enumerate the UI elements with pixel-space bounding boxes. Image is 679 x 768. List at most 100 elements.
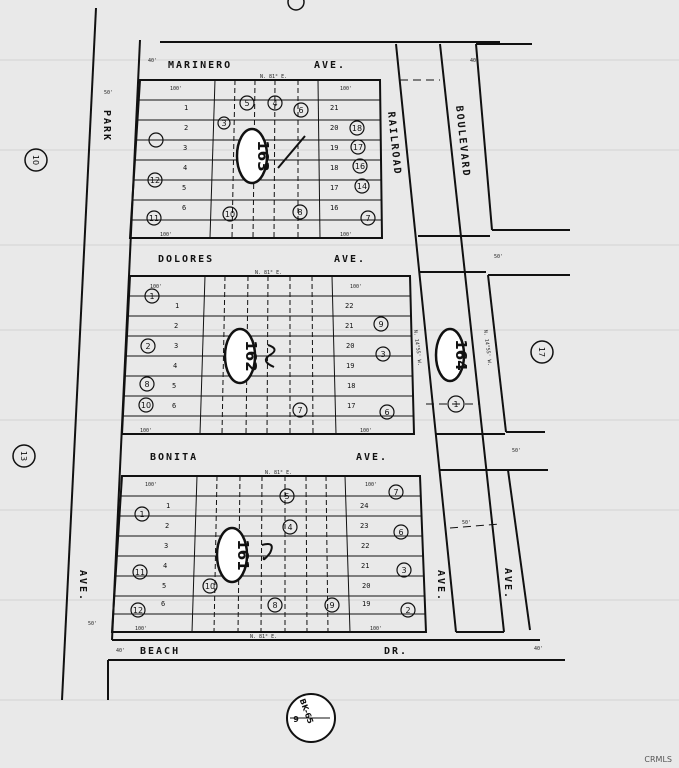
sheet-ref-13: 13 <box>19 451 28 461</box>
block-163-label: 163 <box>254 140 272 171</box>
parcel-hook-162 <box>264 344 276 368</box>
svg-text:20: 20 <box>330 124 338 132</box>
svg-text:10: 10 <box>225 210 235 219</box>
svg-text:4: 4 <box>272 99 277 108</box>
svg-text:6: 6 <box>398 528 403 537</box>
svg-text:8: 8 <box>297 208 302 217</box>
street-railroad-ave: AVE. <box>435 570 446 602</box>
svg-text:4: 4 <box>173 362 177 370</box>
svg-text:100': 100' <box>340 86 352 92</box>
parcel-labels-163: 5 4 6 3 18 17 16 14 12 10 11 8 7 <box>149 99 371 223</box>
block-161-label: 161 <box>234 539 252 570</box>
svg-text:6: 6 <box>384 408 389 417</box>
lot-numbers: 1 2 3 4 5 6 21 20 19 18 17 16 1 2 3 4 5 … <box>161 104 370 608</box>
svg-text:1: 1 <box>166 502 170 510</box>
svg-text:8: 8 <box>144 380 149 389</box>
svg-text:100': 100' <box>135 626 147 632</box>
svg-text:40': 40' <box>534 646 543 652</box>
svg-text:1: 1 <box>175 302 179 310</box>
svg-text:40': 40' <box>148 58 157 64</box>
svg-text:22: 22 <box>361 542 369 550</box>
svg-text:N. 81° E.: N. 81° E. <box>250 634 277 640</box>
svg-text:4: 4 <box>163 562 167 570</box>
svg-text:17: 17 <box>353 143 363 152</box>
svg-text:1: 1 <box>139 510 144 519</box>
svg-text:50': 50' <box>104 90 113 96</box>
street-beach: BEACH <box>140 646 180 657</box>
block-163: 16 3 <box>128 79 384 239</box>
svg-text:2: 2 <box>184 124 188 132</box>
parcel-hook-161 <box>261 543 273 561</box>
svg-text:18: 18 <box>347 382 355 390</box>
svg-text:100': 100' <box>140 428 152 434</box>
svg-text:100': 100' <box>360 428 372 434</box>
block-162-label: 162 <box>242 340 260 371</box>
street-park: PARK <box>101 110 112 142</box>
svg-text:100': 100' <box>160 232 172 238</box>
street-marinero: MARINERO <box>168 60 232 71</box>
book-page: 9 <box>293 715 299 724</box>
parcel-circles-161 <box>130 484 416 618</box>
svg-text:N. 81° E.: N. 81° E. <box>255 270 282 276</box>
svg-text:23: 23 <box>360 522 368 530</box>
svg-text:40': 40' <box>116 648 125 654</box>
svg-text:12: 12 <box>150 176 160 185</box>
svg-text:5: 5 <box>172 382 176 390</box>
street-boulevard-ave: AVE. <box>502 568 513 600</box>
svg-text:18: 18 <box>352 124 362 133</box>
svg-text:2: 2 <box>405 606 410 615</box>
svg-text:24: 24 <box>360 502 368 510</box>
street-railroad: RAILROAD <box>385 111 403 176</box>
svg-text:10: 10 <box>205 582 215 591</box>
svg-text:19: 19 <box>362 600 370 608</box>
street-dolores: DOLORES <box>158 254 214 265</box>
svg-text:7: 7 <box>297 406 302 415</box>
svg-text:3: 3 <box>183 144 187 152</box>
block-161: 1 6 1 <box>110 475 428 633</box>
svg-text:12: 12 <box>133 606 143 615</box>
svg-text:7: 7 <box>365 214 370 223</box>
svg-text:3: 3 <box>380 350 385 359</box>
svg-text:21: 21 <box>361 562 369 570</box>
svg-text:100': 100' <box>340 232 352 238</box>
svg-text:N. 14°55' W.: N. 14°55' W. <box>482 330 492 367</box>
street-boulevard: BOULEVARD <box>453 105 471 178</box>
parcel-labels-161: 7 6 5 4 3 2 1 9 8 12 11 10 <box>133 488 411 615</box>
svg-text:17: 17 <box>330 184 338 192</box>
svg-text:16: 16 <box>330 204 338 212</box>
svg-text:14: 14 <box>357 182 367 191</box>
svg-text:100': 100' <box>150 284 162 290</box>
svg-text:50': 50' <box>494 254 503 260</box>
street-beach-dr: DR. <box>384 646 408 657</box>
svg-text:21: 21 <box>345 322 353 330</box>
street-marinero-ave: AVE. <box>314 60 346 71</box>
parcel-labels-162: 1 2 3 9 6 7 10 8 <box>141 292 390 417</box>
parcel-circles-163 <box>146 95 376 226</box>
rr-dashes <box>400 79 501 529</box>
svg-text:100': 100' <box>365 482 377 488</box>
svg-text:6: 6 <box>172 402 176 410</box>
svg-text:1: 1 <box>149 292 154 301</box>
parcel-164-1: 1 <box>453 400 458 409</box>
svg-text:100': 100' <box>145 482 157 488</box>
svg-text:2: 2 <box>145 342 150 351</box>
svg-text:20: 20 <box>362 582 370 590</box>
svg-text:22: 22 <box>345 302 353 310</box>
svg-text:4: 4 <box>287 523 292 532</box>
block-164: 164 1 <box>434 327 470 413</box>
street-park-ave: AVE. <box>77 570 88 602</box>
svg-text:6: 6 <box>298 106 303 115</box>
svg-text:19: 19 <box>330 144 338 152</box>
svg-text:50': 50' <box>88 621 97 627</box>
svg-text:N. 14°55' W.: N. 14°55' W. <box>412 330 422 367</box>
svg-text:6: 6 <box>182 204 186 212</box>
svg-text:3: 3 <box>401 566 406 575</box>
street-dolores-ave: AVE. <box>334 254 366 265</box>
sheet-ref-10: 10 <box>31 155 40 165</box>
svg-text:18: 18 <box>330 164 338 172</box>
svg-text:40': 40' <box>470 58 479 64</box>
svg-text:50': 50' <box>512 448 521 454</box>
svg-text:7: 7 <box>393 488 398 497</box>
svg-text:5: 5 <box>284 492 289 501</box>
